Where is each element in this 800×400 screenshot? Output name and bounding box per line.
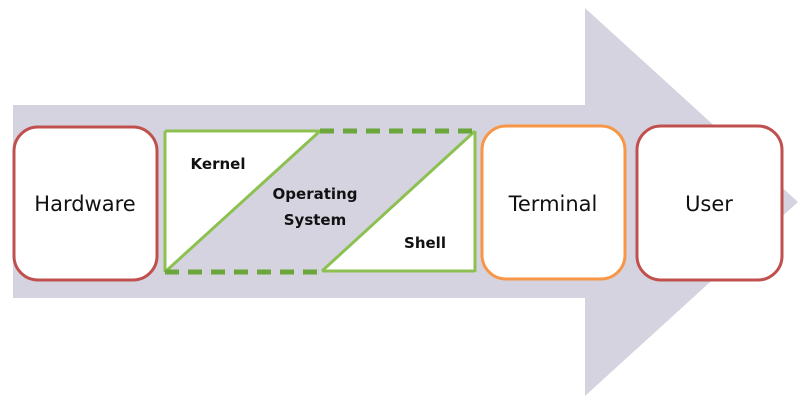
node-terminal: Terminal: [480, 124, 627, 281]
terminal-box: [480, 124, 627, 281]
node-user: User: [635, 124, 784, 282]
terminal-label: Terminal: [508, 192, 598, 216]
os-label-line1: Operating: [273, 185, 358, 203]
os-label-line2: System: [284, 211, 346, 229]
shell-label: Shell: [404, 234, 446, 252]
hardware-box: [12, 125, 159, 282]
hardware-label: Hardware: [34, 192, 135, 216]
os-block: Kernel Operating System Shell: [163, 128, 477, 275]
kernel-diagonal: [163, 129, 322, 274]
user-box: [635, 124, 784, 282]
node-hardware: Hardware: [12, 125, 159, 282]
kernel-label: Kernel: [191, 155, 246, 173]
user-label: User: [685, 192, 733, 216]
shell-diagonal: [320, 129, 477, 273]
